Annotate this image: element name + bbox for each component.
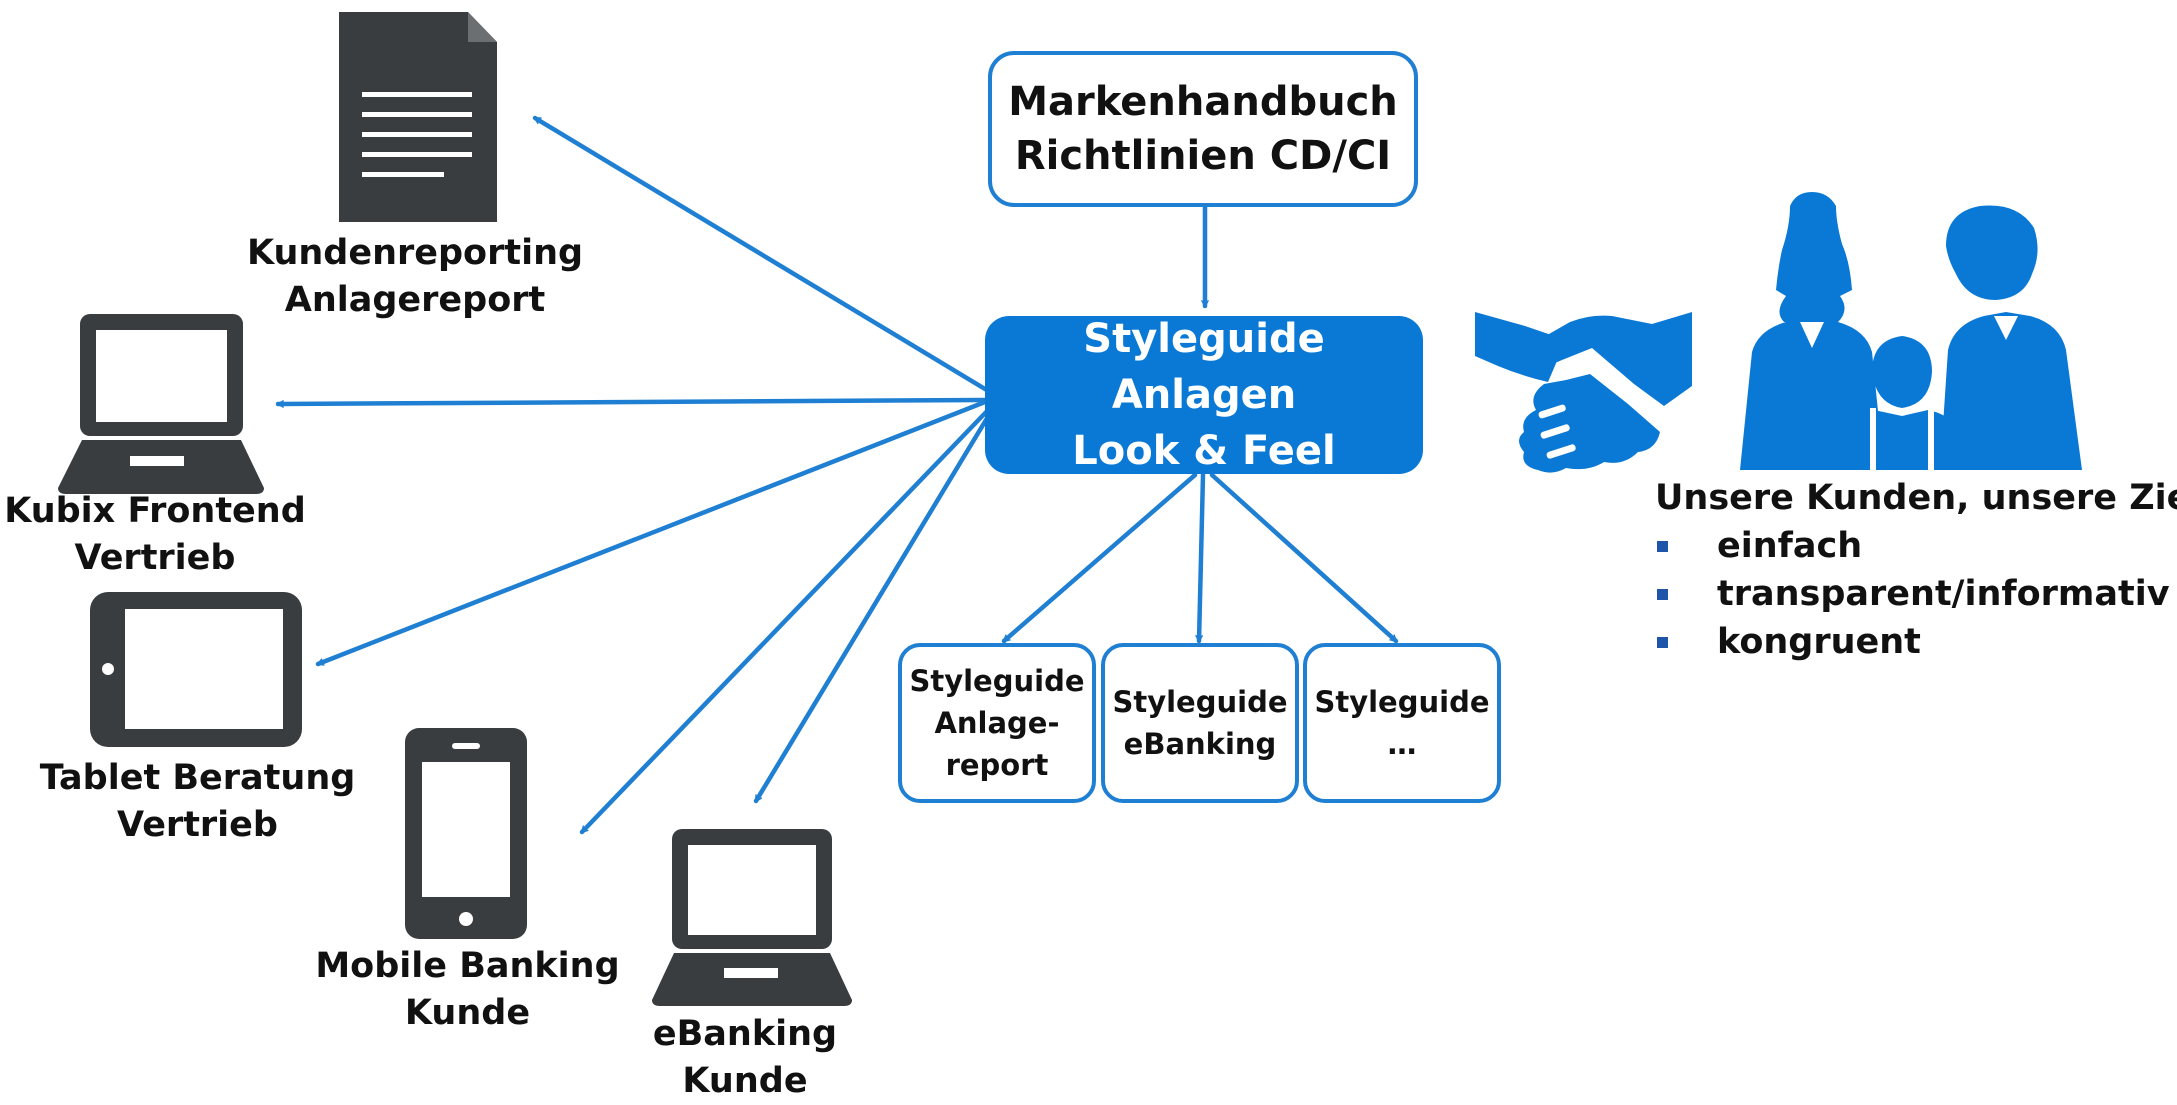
- goal-item: transparent/informativ: [1655, 570, 2177, 618]
- customer-goals-title: Unsere Kunden, unsere Ziele: [1655, 478, 2177, 518]
- label-tablet-line2: Vertrieb: [117, 805, 278, 845]
- brand-manual-line1: Markenhandbuch: [1008, 79, 1398, 125]
- arrow-to-mobile: [579, 405, 993, 835]
- label-ebanking: eBanking Kunde: [620, 1011, 870, 1105]
- guide-ebanking-line2: eBanking: [1123, 727, 1277, 761]
- bullet-square-icon: [1657, 637, 1668, 648]
- label-tablet-line1: Tablet Beratung: [39, 758, 356, 798]
- bullet-square-icon: [1657, 589, 1668, 600]
- goal-item: kongruent: [1655, 618, 2177, 666]
- guide-ebanking-line1: Styleguide: [1112, 685, 1288, 719]
- arrow-to-kubix-frontend: [275, 397, 988, 404]
- label-tablet: Tablet Beratung Vertrieb: [35, 755, 360, 849]
- goal-list: einfach transparent/informativ kongruent: [1655, 522, 2177, 666]
- guide-more-line2: …: [1387, 727, 1417, 761]
- customer-goals: Unsere Kunden, unsere Ziele einfach tran…: [1655, 474, 2177, 666]
- label-ebanking-line2: Kunde: [682, 1061, 808, 1101]
- styleguide-main-line1: Styleguide Anlagen: [1083, 316, 1325, 418]
- guide-anlagereport-line2: Anlage-: [934, 706, 1060, 740]
- guide-anlagereport-line1: Styleguide: [909, 664, 1085, 698]
- label-kubix-frontend-line1: Kubix Frontend: [4, 491, 306, 531]
- brand-manual-line2: Richtlinien CD/CI: [1014, 133, 1392, 179]
- guide-anlagereport-line3: report: [945, 748, 1049, 782]
- bullet-square-icon: [1657, 541, 1668, 552]
- arrow-to-ebanking: [753, 407, 995, 804]
- label-kundenreporting: Kundenreporting Anlagereport: [235, 230, 595, 324]
- label-kundenreporting-line2: Anlagereport: [284, 280, 546, 320]
- brand-manual-box: Markenhandbuch Richtlinien CD/CI: [988, 51, 1418, 207]
- styleguide-main-line2: Look & Feel: [1072, 428, 1336, 474]
- guide-more-line1: Styleguide: [1314, 685, 1490, 719]
- guide-box-more: Styleguide …: [1303, 643, 1501, 803]
- arrow-to-guide-more: [1209, 472, 1399, 644]
- label-mobile-banking: Mobile Banking Kunde: [300, 943, 635, 1037]
- label-kubix-frontend-line2: Vertrieb: [74, 538, 236, 578]
- arrow-to-guide-anlagereport: [1001, 472, 1198, 644]
- goal-item-text: transparent/informativ: [1717, 574, 2170, 614]
- arrow-to-tablet: [315, 399, 988, 667]
- guide-box-ebanking: Styleguide eBanking: [1101, 643, 1299, 803]
- arrow-to-guide-ebanking: [1199, 472, 1206, 644]
- styleguide-main-box: Styleguide Anlagen Look & Feel: [985, 316, 1423, 474]
- goal-item-text: einfach: [1717, 526, 1863, 566]
- goal-item-text: kongruent: [1717, 622, 1921, 662]
- goal-item: einfach: [1655, 522, 2177, 570]
- arrow-to-kundenreporting: [532, 115, 993, 395]
- label-kundenreporting-line1: Kundenreporting: [246, 233, 584, 273]
- label-mobile-banking-line2: Kunde: [404, 993, 531, 1033]
- guide-box-anlagereport: Styleguide Anlage- report: [898, 643, 1096, 803]
- label-kubix-frontend: Kubix Frontend Vertrieb: [0, 488, 310, 582]
- label-mobile-banking-line1: Mobile Banking: [315, 946, 620, 986]
- label-ebanking-line1: eBanking: [652, 1014, 838, 1054]
